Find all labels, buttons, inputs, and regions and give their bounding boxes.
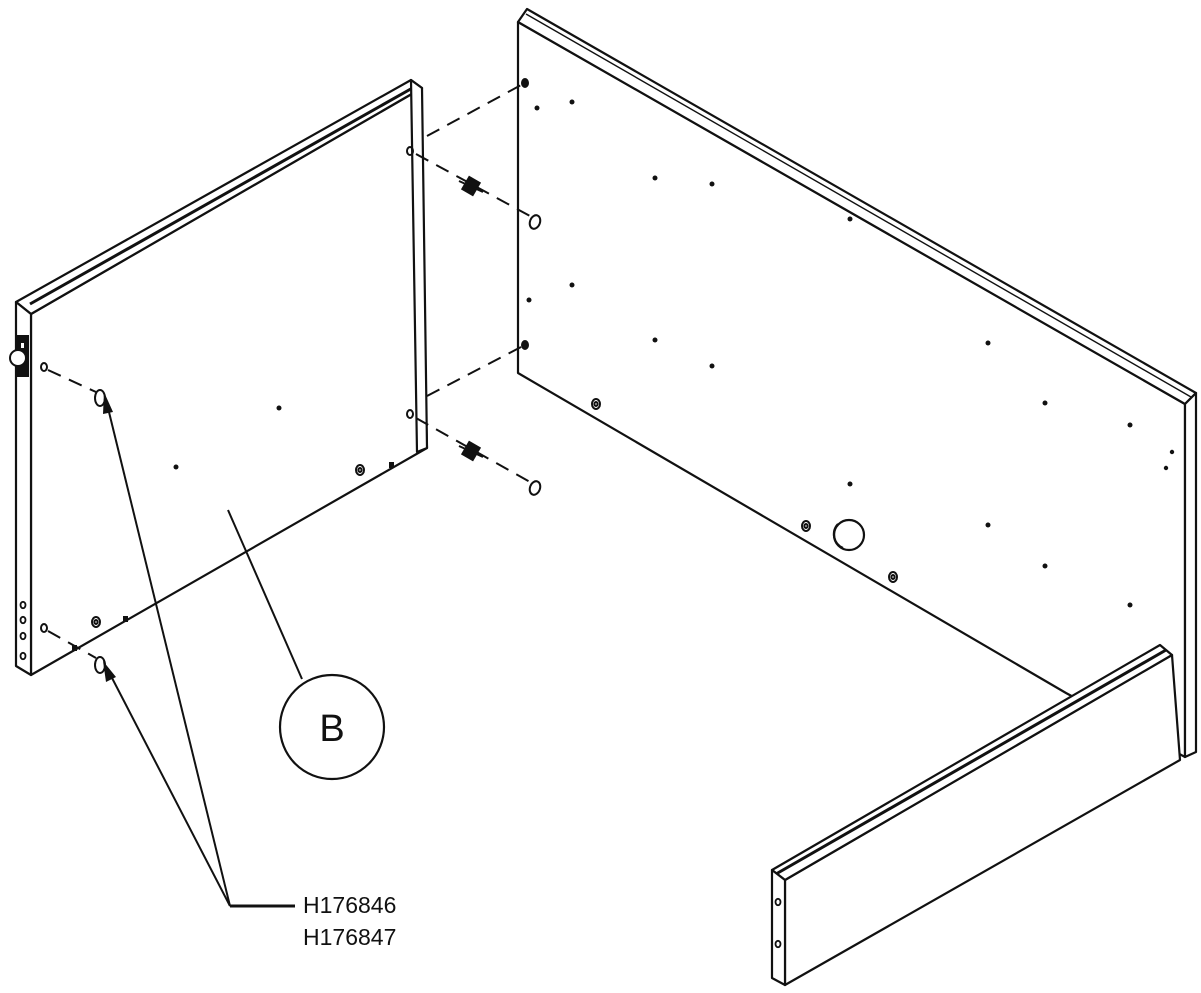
part-number-labels: H176846 H176847 bbox=[303, 892, 396, 950]
side-panel-bottom-feet bbox=[72, 462, 394, 651]
callout-b-leader bbox=[227, 509, 303, 680]
callout-b-circle bbox=[278, 673, 386, 781]
part-number-1: H176846 bbox=[303, 892, 396, 918]
callout-b: B bbox=[227, 509, 386, 781]
part-number-2: H176847 bbox=[303, 924, 396, 950]
back-panel-bottom-fittings bbox=[591, 398, 898, 583]
side-panel-face bbox=[29, 89, 429, 677]
back-panel-face bbox=[516, 20, 1187, 759]
side-panel-fittings bbox=[40, 146, 414, 633]
cam-lock bbox=[9, 335, 29, 377]
back-panel-side-edge bbox=[1183, 391, 1198, 759]
assembly-guide-lines bbox=[47, 83, 531, 659]
part-number-leaders bbox=[107, 407, 295, 908]
bolt-upper bbox=[458, 175, 484, 197]
part-number-arrowheads bbox=[103, 392, 116, 682]
bolt-lower bbox=[458, 440, 484, 462]
kick-rail-face bbox=[783, 653, 1182, 987]
front-edge-holes bbox=[19, 600, 27, 661]
kick-rail-end-edge bbox=[770, 868, 787, 987]
kick-rail bbox=[770, 643, 1182, 987]
back-panel-holes bbox=[526, 99, 1175, 608]
side-panel-front-edge bbox=[14, 300, 33, 677]
side-panel-rear-edge bbox=[409, 78, 429, 454]
back-panel bbox=[516, 7, 1198, 759]
side-panel-holes bbox=[173, 405, 282, 470]
side-panel-b bbox=[14, 78, 429, 677]
callout-b-letter: B bbox=[319, 708, 344, 750]
kick-rail-holes bbox=[774, 897, 782, 949]
connector-bolts bbox=[458, 175, 484, 462]
dowel-pins bbox=[521, 78, 529, 350]
cable-hole bbox=[832, 518, 866, 552]
